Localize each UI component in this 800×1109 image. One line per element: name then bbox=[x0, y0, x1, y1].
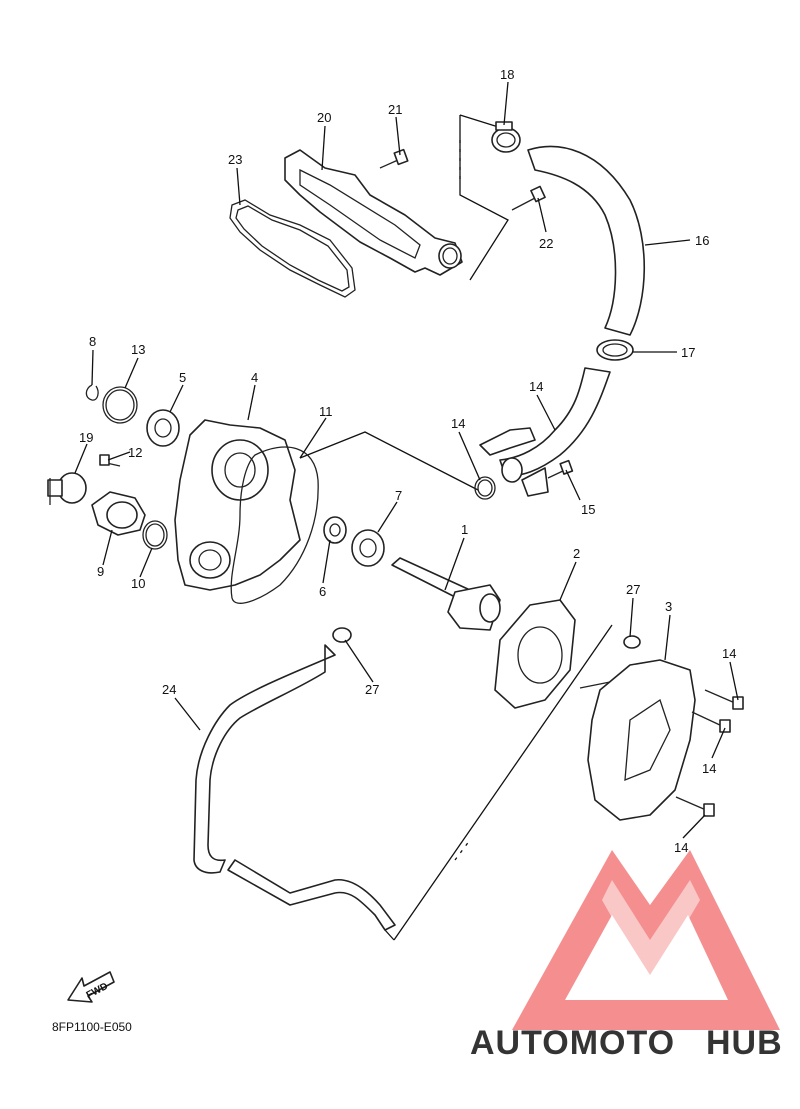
dashed-guides bbox=[454, 140, 471, 861]
callout-5: 5 bbox=[179, 370, 186, 385]
callout-22: 20 bbox=[317, 110, 331, 125]
callout-18: 16 bbox=[695, 233, 709, 248]
callout-10: 10 bbox=[131, 576, 145, 591]
part-23-bolt bbox=[379, 148, 409, 169]
callout-25: 23 bbox=[228, 152, 242, 167]
part-13-oring bbox=[102, 386, 138, 424]
part-27-clamp-upper bbox=[623, 635, 641, 649]
callout-14-b: 14 bbox=[702, 761, 716, 776]
callout-24: 22 bbox=[539, 236, 553, 251]
callout-8: 8 bbox=[89, 334, 96, 349]
part-17-bolt bbox=[547, 459, 574, 479]
callout-23: 21 bbox=[388, 102, 402, 117]
watermark-part2: HUB bbox=[706, 1024, 783, 1062]
diagram-code: 8FP1100-E050 bbox=[52, 1020, 132, 1034]
watermark-part1: AUTOMOTO bbox=[470, 1024, 675, 1062]
callout-9: 9 bbox=[97, 564, 104, 579]
watermark-logo bbox=[512, 850, 780, 1030]
callout-13: 13 bbox=[131, 342, 145, 357]
callout-17: 15 bbox=[581, 502, 595, 517]
callout-19: 17 bbox=[681, 345, 695, 360]
callout-27-upper: 27 bbox=[626, 582, 640, 597]
callout-21: 19 bbox=[79, 430, 93, 445]
callout-1: 1 bbox=[461, 522, 468, 537]
watermark-text: AUTOMOTO HUB bbox=[470, 1024, 783, 1062]
callout-7: 7 bbox=[395, 488, 402, 503]
part-7-seal bbox=[351, 529, 385, 567]
callout-12: 12 bbox=[128, 445, 142, 460]
callout-3: 3 bbox=[665, 599, 672, 614]
callout-15: 14 bbox=[529, 379, 543, 394]
callout-20: 18 bbox=[500, 67, 514, 82]
callout-16: 14 bbox=[451, 416, 465, 431]
callout-27-lower: 27 bbox=[365, 682, 379, 697]
part-11-gasket bbox=[230, 446, 319, 604]
fwd-arrow: FWD bbox=[67, 971, 115, 1003]
part-2-plate bbox=[494, 599, 576, 709]
part-16-oring bbox=[474, 476, 496, 500]
part-10-oring bbox=[142, 520, 168, 550]
part-6-seal bbox=[323, 516, 347, 544]
part-4-housing bbox=[174, 419, 301, 591]
callout-4: 4 bbox=[251, 370, 258, 385]
part-26-hose bbox=[193, 644, 396, 931]
callout-14-c: 14 bbox=[674, 840, 688, 855]
part-8-circlip bbox=[85, 384, 99, 401]
part-19-clamp bbox=[596, 339, 634, 361]
callout-11: 11 bbox=[319, 404, 333, 419]
callout-6: 6 bbox=[319, 584, 326, 599]
part-15-pipe bbox=[479, 367, 611, 497]
callout-26: 24 bbox=[162, 682, 176, 697]
part-1-impeller bbox=[391, 557, 501, 631]
callout-labels: 18 20 21 23 22 16 17 14 14 15 8 13 5 4 1… bbox=[79, 67, 736, 855]
assembly-lines bbox=[299, 114, 613, 941]
part-21-sensor bbox=[47, 472, 87, 505]
part-20-clamp bbox=[491, 121, 521, 153]
part-24-bolt bbox=[511, 185, 546, 211]
callout-14-a: 14 bbox=[722, 646, 736, 661]
part-14-bolt-c bbox=[675, 796, 715, 817]
part-18-hose bbox=[527, 145, 646, 336]
leader-lines bbox=[74, 81, 739, 839]
part-9-thermostat-cover bbox=[91, 491, 146, 536]
part-14-bolt-b bbox=[691, 711, 731, 733]
part-3-cover bbox=[579, 659, 696, 821]
callout-2: 2 bbox=[573, 546, 580, 561]
part-22-cover bbox=[284, 149, 463, 276]
part-5-bearing bbox=[146, 409, 180, 447]
part-27-clamp-lower bbox=[332, 627, 352, 643]
part-25-gasket bbox=[229, 199, 356, 298]
